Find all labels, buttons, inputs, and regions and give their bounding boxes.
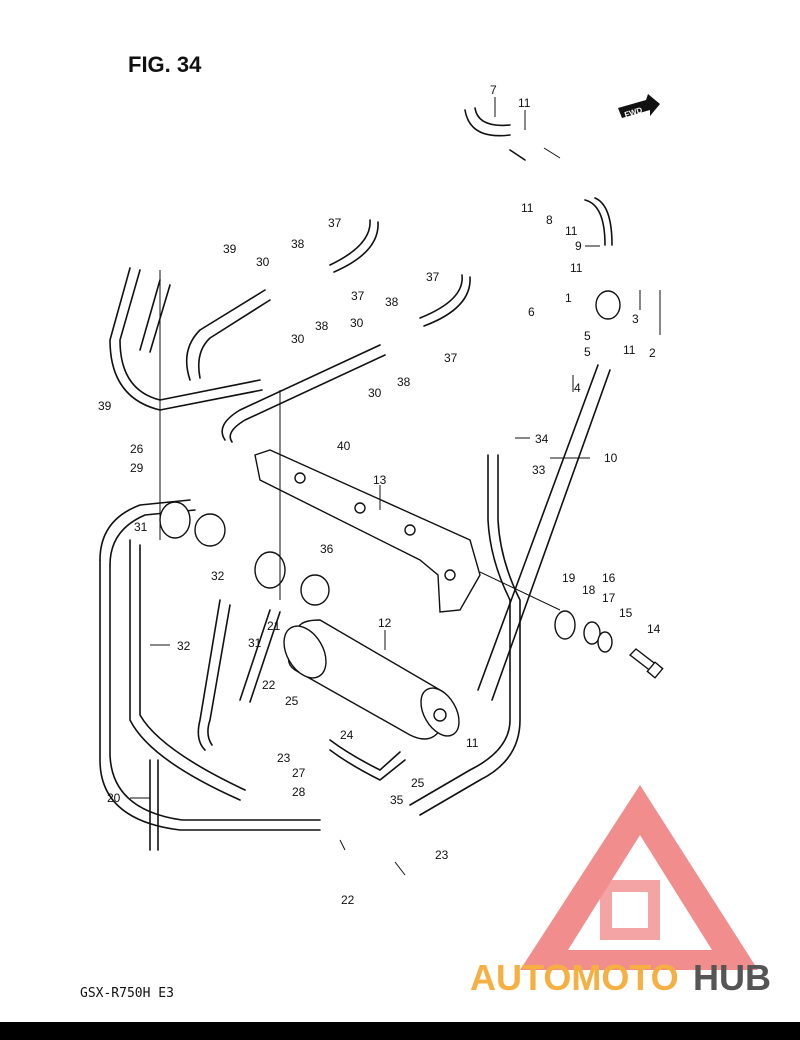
part-label: 1 xyxy=(565,291,572,305)
brand-wordmark: AUTOMOTO HUB xyxy=(470,957,771,998)
part-label: 19 xyxy=(562,571,576,585)
part-label: 18 xyxy=(582,583,596,597)
part-label: 27 xyxy=(292,766,306,780)
part-label: 37 xyxy=(444,351,458,365)
part-label: 10 xyxy=(604,451,618,465)
part-label: 14 xyxy=(647,622,661,636)
part-label: 26 xyxy=(130,442,144,456)
part-label: 30 xyxy=(256,255,270,269)
figure-title: FIG. 34 xyxy=(128,52,202,77)
part-label: 11 xyxy=(565,224,578,238)
part-label: 11 xyxy=(521,201,534,215)
part-label: 38 xyxy=(315,319,329,333)
part-label: 40 xyxy=(337,439,351,453)
part-label: 23 xyxy=(435,848,449,862)
part-label: 28 xyxy=(292,785,306,799)
part-labels: 1 2 3 4 5 5 6 7 8 9 10 11 11 11 11 11 11… xyxy=(98,83,661,907)
part-label: 24 xyxy=(340,728,354,742)
part-label: 25 xyxy=(285,694,299,708)
part-label: 15 xyxy=(619,606,633,620)
leader-lines xyxy=(130,97,661,876)
part-label: 22 xyxy=(262,678,276,692)
part-label: 13 xyxy=(373,473,387,487)
part-label: 35 xyxy=(390,793,404,807)
part-label: 17 xyxy=(602,591,616,605)
part-label: 38 xyxy=(397,375,411,389)
canister-part xyxy=(283,619,460,740)
part-label: 29 xyxy=(130,461,144,475)
part-label: 32 xyxy=(211,569,225,583)
brand-text-secondary: HUB xyxy=(693,957,771,998)
part-label: 31 xyxy=(248,636,262,650)
part-label: 11 xyxy=(466,736,479,750)
part-label: 25 xyxy=(411,776,425,790)
fwd-arrow-icon xyxy=(618,94,660,118)
part-label: 12 xyxy=(378,616,392,630)
part-label: 7 xyxy=(490,83,497,97)
part-label: 8 xyxy=(546,213,553,227)
part-label: 21 xyxy=(267,619,281,633)
hose-lines xyxy=(99,107,613,851)
part-label: 39 xyxy=(223,242,237,256)
part-label: 22 xyxy=(341,893,355,907)
bottom-bar xyxy=(0,1022,800,1040)
part-label: 23 xyxy=(277,751,291,765)
part-label: 16 xyxy=(602,571,616,585)
valve-parts xyxy=(159,290,621,653)
part-label: 9 xyxy=(575,239,582,253)
part-label: 39 xyxy=(98,399,112,413)
part-label: 37 xyxy=(426,270,440,284)
part-label: 30 xyxy=(291,332,305,346)
bolt-part xyxy=(628,648,664,679)
watermark-logo xyxy=(520,785,758,970)
part-label: 5 xyxy=(584,345,591,359)
part-label: 31 xyxy=(134,520,148,534)
part-label: 11 xyxy=(518,96,531,110)
part-label: 37 xyxy=(351,289,365,303)
part-label: 38 xyxy=(385,295,399,309)
part-label: 2 xyxy=(649,346,656,360)
part-label: 37 xyxy=(328,216,342,230)
part-label: 36 xyxy=(320,542,334,556)
part-label: 11 xyxy=(623,343,636,357)
part-label: 30 xyxy=(368,386,382,400)
bracket-part xyxy=(254,449,481,613)
part-label: 3 xyxy=(632,312,639,326)
part-label: 34 xyxy=(535,432,549,446)
part-label: 5 xyxy=(584,329,591,343)
part-label: 20 xyxy=(107,791,121,805)
part-label: 33 xyxy=(532,463,546,477)
part-label: 4 xyxy=(574,381,581,395)
brand-text-primary: AUTOMOTO xyxy=(470,957,679,998)
part-label: 6 xyxy=(528,305,535,319)
part-label: 11 xyxy=(570,261,583,275)
model-code: GSX-R750H E3 xyxy=(80,986,174,1001)
part-label: 32 xyxy=(177,639,191,653)
part-label: 30 xyxy=(350,316,364,330)
part-label: 38 xyxy=(291,237,305,251)
